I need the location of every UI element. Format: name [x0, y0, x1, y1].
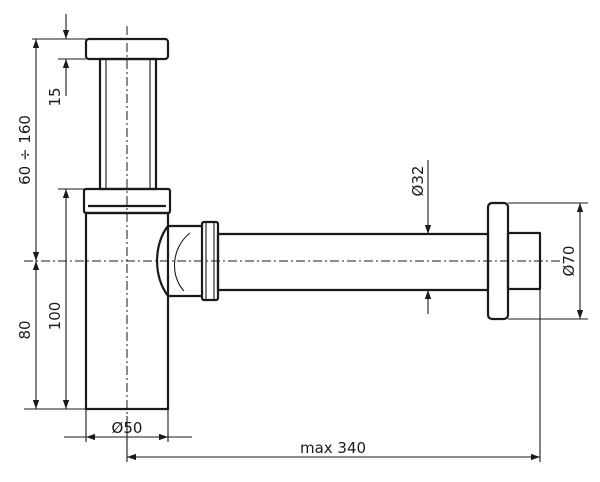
label-body-diameter: Ø50 [112, 419, 143, 437]
dimension-lines [32, 14, 584, 461]
horizontal-pipe [216, 232, 490, 292]
label-length: max 340 [300, 439, 366, 457]
label-cap: 15 [46, 87, 64, 106]
trap-assembly [82, 37, 220, 411]
label-pipe-diameter: Ø32 [409, 166, 427, 197]
label-body-height: 100 [46, 302, 64, 331]
label-extension: 60 ÷ 160 [16, 115, 34, 185]
extension-lines [24, 38, 588, 462]
dimension-labels: 60 ÷ 160 15 100 80 Ø50 max 340 Ø32 Ø70 [16, 87, 578, 457]
extension-tube [98, 57, 158, 191]
label-flange-diameter: Ø70 [560, 246, 578, 277]
elbow-connector [156, 224, 202, 298]
label-drain-height: 80 [16, 320, 34, 339]
